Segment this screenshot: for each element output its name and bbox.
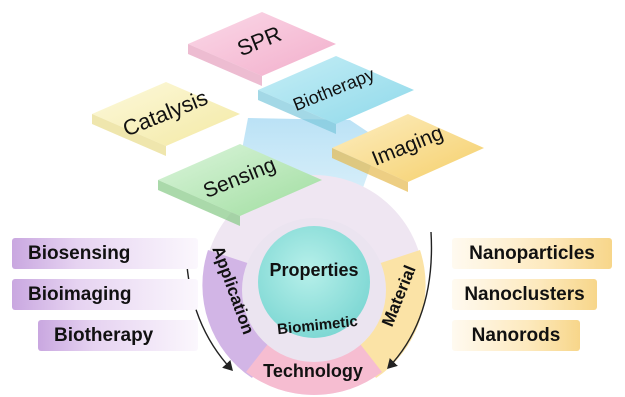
application-item-biotherapy-text: Biotherapy (54, 324, 154, 346)
tile-spr: SPR (188, 12, 336, 86)
technology-label: Technology (263, 361, 363, 381)
properties-label: Properties (269, 260, 358, 280)
tile-sensing: Sensing (158, 144, 322, 226)
material-item-nanoclusters: Nanoclusters (452, 279, 597, 310)
application-item-bioimaging: Bioimaging (12, 279, 198, 310)
material-item-nanoclusters-text: Nanoclusters (464, 283, 585, 305)
material-item-nanoparticles: Nanoparticles (452, 238, 612, 269)
material-item-nanorods: Nanorods (452, 320, 580, 351)
wheel (202, 175, 426, 396)
tile-catalysis: Catalysis (92, 82, 240, 156)
material-item-nanoparticles-text: Nanoparticles (469, 242, 595, 264)
material-item-nanorods-text: Nanorods (471, 324, 561, 346)
properties-core (258, 226, 370, 338)
application-item-biosensing: Biosensing (12, 238, 198, 269)
right-curved-arrow (387, 231, 433, 370)
tile-biotherapy: Biotherapy (258, 56, 414, 134)
application-item-biosensing-text: Biosensing (28, 242, 131, 264)
tile-imaging: Imaging (332, 114, 484, 192)
application-item-bioimaging-text: Bioimaging (28, 283, 132, 305)
application-item-biotherapy: Biotherapy (38, 320, 198, 351)
